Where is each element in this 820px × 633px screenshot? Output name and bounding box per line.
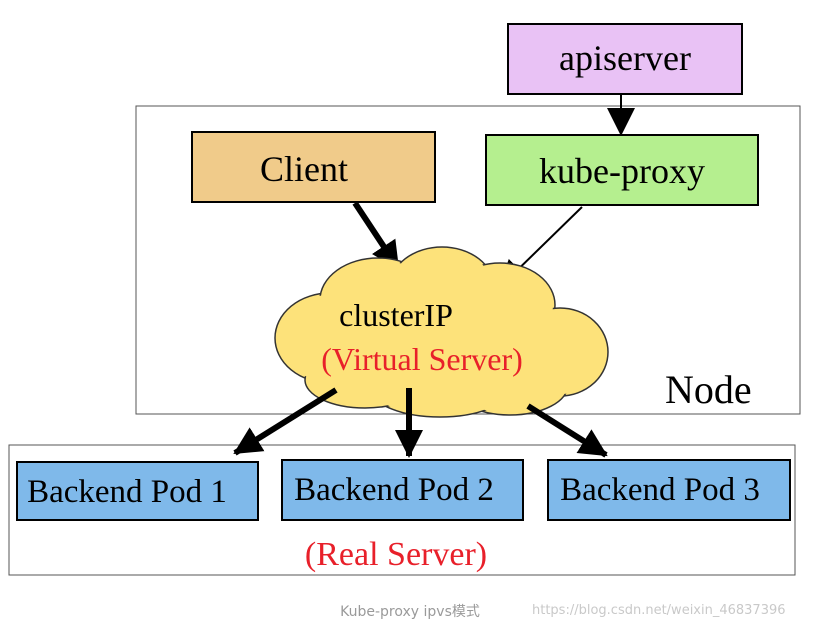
kube-proxy-box [485, 134, 759, 206]
kube-proxy-label: kube-proxy [539, 151, 705, 191]
figure-caption: Kube-proxy ipvs模式 [340, 604, 480, 620]
edge-clusterip-pod1 [233, 387, 338, 456]
apiserver-box [507, 23, 743, 95]
client-box [191, 131, 436, 203]
pod3-box [547, 459, 791, 521]
pod2-label: Backend Pod 2 [294, 472, 494, 508]
pod2-box [281, 459, 524, 521]
pod3-label: Backend Pod 3 [560, 472, 760, 508]
watermark-text: https://blog.csdn.net/weixin_46837396 [532, 603, 786, 618]
clusterip-label: clusterIP [339, 297, 453, 333]
real-server-label: (Real Server) [305, 536, 487, 573]
pod1-box [16, 461, 259, 521]
edge-clusterip-pod3 [526, 403, 608, 458]
pod1-label: Backend Pod 1 [27, 474, 227, 510]
client-label: Client [260, 149, 348, 189]
apiserver-label: apiserver [559, 38, 691, 78]
edge-client-clusterip [352, 201, 401, 270]
node-container-label: Node [665, 367, 752, 412]
clusterip-sublabel: (Virtual Server) [321, 341, 523, 377]
